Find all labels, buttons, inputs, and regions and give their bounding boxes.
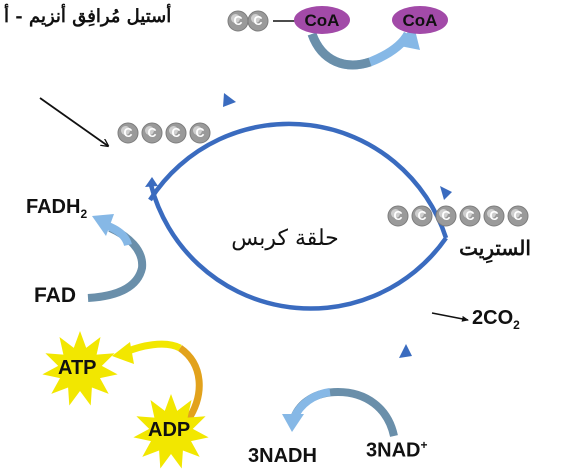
nad-superscript: + [420,438,428,452]
four-carbon-atom-label: C [123,126,132,140]
fadh2-label: FADH2 [26,196,87,221]
coa-left-label: CoA [305,11,340,30]
adp-label: ADP [148,419,191,441]
nadh-arrowhead [282,414,304,432]
cycle-arrowhead-left [145,177,158,187]
citrate-label: السترِيت [459,236,531,260]
citrate-carbon-atom-highlight [391,209,400,218]
citrate-carbon-atom-label: C [489,209,498,223]
fadh2-text: FADH [26,196,81,218]
four-carbon-atom-label: C [195,126,204,140]
fadh2-subscript: 2 [80,207,88,221]
citrate-carbon-atom-highlight [463,209,472,218]
adp-star [133,394,209,469]
coa-right-oval [392,6,448,34]
co2-text: 2CO [472,307,514,329]
acetyl-carbon-atom-highlight [231,14,240,23]
adp-arrow [177,345,203,422]
cycle-arrowhead-top [223,93,236,107]
fad-label: FAD [34,284,76,307]
atp-label: ATP [58,357,97,379]
citrate-carbon-atom-label: C [465,209,474,223]
co2-arrow [431,312,469,322]
cycle-arrowhead-bottom [399,344,412,358]
citrate-carbon-atom-highlight [511,209,520,218]
citrate-carbon-atom-label: C [441,209,450,223]
acetyl-carbon-atom-highlight [251,14,260,23]
krebs-cycle-title: حلقة كربس [231,226,339,251]
acetyl-carbon-atom-label: C [253,14,262,28]
nad-label: 3NAD+ [366,438,427,463]
cycle-ring [145,93,452,358]
four-carbon-atom-highlight [169,126,178,135]
nad-text: 3NAD [366,439,421,462]
citrate-carbon-atom-label: C [393,209,402,223]
acetyl-coa-label: أستيل مُرافِق أنزيم - أ [4,6,172,27]
atp-star [42,331,118,406]
coa-left-oval [294,6,350,34]
pointer-arrow [39,97,108,146]
four-carbon-atom-highlight [145,126,154,135]
co2-subscript: 2 [513,318,520,332]
acetyl-carbon-atom-label: C [233,14,242,28]
citrate-carbon-atom-label: C [417,209,426,223]
co2-label: 2CO2 [472,307,520,332]
citrate-carbon-atom-highlight [487,209,496,218]
fadh2-arrowhead [92,214,114,236]
four-carbon-atom-highlight [121,126,130,135]
cycle-arrowhead-right [440,186,452,200]
citrate-carbon-atom-label: C [513,209,522,223]
four-carbon-atom-highlight [193,126,202,135]
atp-arrowhead [112,342,134,364]
coa-right-label: CoA [403,11,438,30]
four-carbon-atom-label: C [147,126,156,140]
citrate-carbon-atom-highlight [415,209,424,218]
nadh-label: 3NADH [248,445,317,467]
fad-arrow [87,224,147,302]
four-carbon-atom-label: C [171,126,180,140]
citrate-carbon-atom-highlight [439,209,448,218]
